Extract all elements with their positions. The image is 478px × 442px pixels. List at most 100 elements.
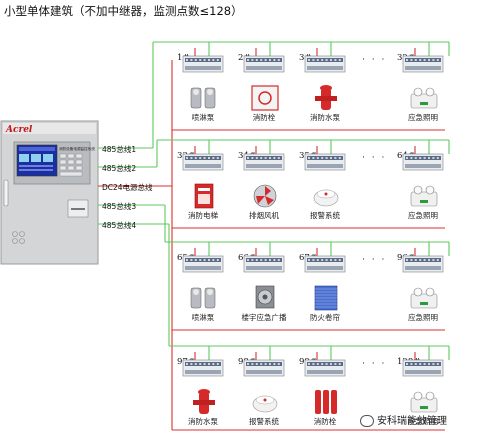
cabinet-logo: Acrel xyxy=(5,125,33,135)
module-terminal-top xyxy=(307,258,343,262)
module-screw xyxy=(273,259,276,261)
module-screw xyxy=(338,157,341,159)
row-3: 65#喷淋泵66#楼宇应急广播67#防火卷帘96#应急照明· · · xyxy=(177,253,444,322)
module-screw xyxy=(208,363,210,365)
emergency-light-icon xyxy=(410,293,438,309)
device-icon xyxy=(313,189,339,207)
fan-blade xyxy=(256,196,265,204)
module-screw xyxy=(312,59,315,61)
device-label: 报警系统 xyxy=(249,416,279,426)
sensor-module xyxy=(402,153,444,171)
fan-blade xyxy=(265,186,271,196)
module-terminal-top xyxy=(307,156,343,160)
detector-led xyxy=(324,192,328,196)
module-screw xyxy=(203,59,206,61)
sprinkler-head xyxy=(193,89,199,95)
module-screw xyxy=(208,59,210,61)
module-screw xyxy=(321,259,324,261)
ellipsis: · · · xyxy=(362,359,386,369)
module-screw xyxy=(194,259,197,261)
module-terminal-bottom xyxy=(246,164,282,168)
module-screw xyxy=(334,363,337,365)
bus-lines xyxy=(98,41,450,431)
extinguisher-icon xyxy=(323,390,329,414)
module-screw xyxy=(436,363,439,365)
module-screw xyxy=(338,59,341,61)
extinguisher-icon xyxy=(331,390,337,414)
module-screw xyxy=(199,363,202,365)
module-terminal-top xyxy=(246,362,282,366)
module-screw xyxy=(216,363,219,365)
module-screw xyxy=(212,363,215,365)
module-screw xyxy=(273,157,276,159)
module-screw xyxy=(251,59,254,61)
module-screw xyxy=(212,157,215,159)
module-screw xyxy=(325,259,328,261)
module-screw xyxy=(277,157,280,159)
module-screw xyxy=(316,157,319,159)
watermark: 安科瑞能效管理 xyxy=(360,412,447,427)
sensor-module xyxy=(182,359,224,377)
module-screw xyxy=(308,363,310,365)
module-terminal-bottom xyxy=(185,66,221,70)
module-screw xyxy=(186,259,188,261)
diagram-title: 小型单体建筑（不加中继器，监测点数≤128） xyxy=(4,4,243,18)
module-terminal-bottom xyxy=(307,370,343,374)
lamp-left xyxy=(413,391,423,401)
module-screw xyxy=(273,59,276,61)
device-icon xyxy=(410,287,438,309)
module-screw xyxy=(269,363,271,365)
indicator-led xyxy=(420,406,428,409)
indicator-led xyxy=(420,200,428,203)
module-screw xyxy=(216,259,219,261)
module-screw xyxy=(190,259,193,261)
device-icon xyxy=(315,390,337,414)
elevator-sign xyxy=(198,188,210,191)
module-terminal-top xyxy=(185,58,221,62)
detector-led xyxy=(263,398,267,402)
pump-top xyxy=(198,389,210,395)
module-screw xyxy=(330,259,332,261)
module-screw xyxy=(406,157,408,159)
module-screw xyxy=(255,59,258,61)
device-label: 消防水泵 xyxy=(310,112,340,122)
bus-label-485-1: 485总线1 xyxy=(102,144,136,154)
module-screw xyxy=(199,259,202,261)
module-screw xyxy=(308,157,310,159)
module-screw xyxy=(316,259,319,261)
module-terminal-top xyxy=(246,58,282,62)
module-screw xyxy=(247,157,249,159)
module-screw xyxy=(423,59,426,61)
ellipsis: · · · xyxy=(362,255,386,265)
module-screw xyxy=(428,363,430,365)
bus-label-485-2: 485总线2 xyxy=(102,163,136,173)
fan-blade xyxy=(265,196,274,205)
module-terminal-top xyxy=(405,258,441,262)
lamp-left xyxy=(413,185,423,195)
module-terminal-top xyxy=(405,156,441,160)
module-screw xyxy=(190,363,193,365)
module-terminal-bottom xyxy=(307,66,343,70)
module-screw xyxy=(194,59,197,61)
module-screw xyxy=(338,259,341,261)
module-screw xyxy=(330,59,332,61)
module-screw xyxy=(264,259,267,261)
sprinkler-head xyxy=(193,289,199,295)
module-screw xyxy=(406,259,408,261)
module-screw xyxy=(423,259,426,261)
module-screw xyxy=(410,363,413,365)
module-screw xyxy=(406,363,408,365)
sensor-module xyxy=(402,359,444,377)
module-screw xyxy=(251,363,254,365)
device-icon xyxy=(193,389,215,414)
device-icon xyxy=(251,85,279,111)
module-screw xyxy=(277,259,280,261)
module-screw xyxy=(269,59,271,61)
module-screw xyxy=(321,363,324,365)
module-screw xyxy=(212,59,215,61)
sensor-module xyxy=(182,153,224,171)
module-screw xyxy=(208,259,210,261)
module-screw xyxy=(186,59,188,61)
module-terminal-top xyxy=(405,58,441,62)
module-screw xyxy=(428,259,430,261)
